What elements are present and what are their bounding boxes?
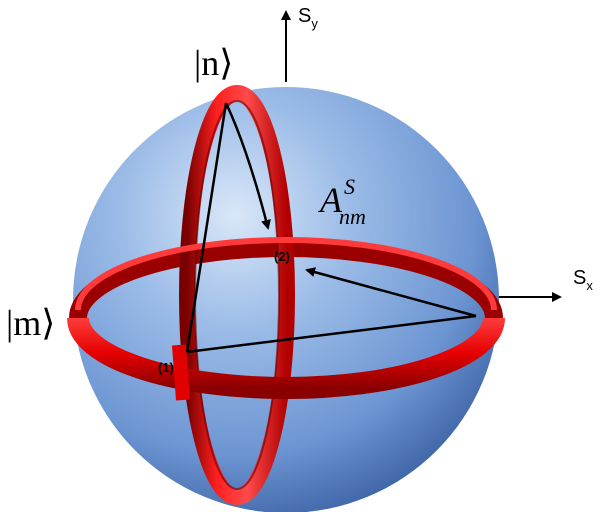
ket-m-label: |m⟩ [6,303,55,343]
horizontal-ring-front [67,317,505,399]
ket-n-label: |n⟩ [194,43,233,83]
point-1-label: (1) [158,360,174,375]
vertical-ring-front-crossing [172,344,190,401]
path-arrow-to-point-2-from-x [305,267,477,318]
vertical-ring [179,85,295,505]
axis-y-label: Sy [298,5,318,31]
axis-x-label: Sx [573,267,593,293]
path-segment-horizontal [186,314,477,354]
path-segment-vertical [185,102,228,353]
point-2-label: (2) [274,249,290,264]
path-arrow-to-point-2 [224,102,271,230]
horizontal-ring-top-edge [75,237,497,311]
